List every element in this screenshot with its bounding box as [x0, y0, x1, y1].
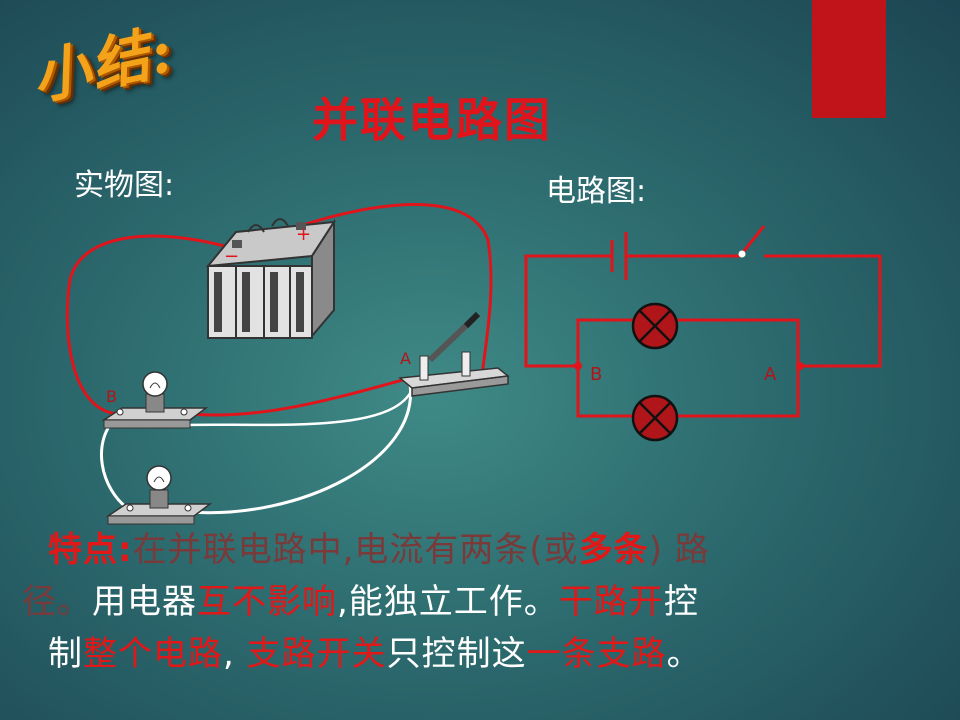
summary-fragment: 互不影响: [197, 582, 337, 622]
summary-line-1: 特点:在并联电路中,电流有两条(或多条) 路: [22, 524, 922, 576]
summary-fragment: 径。: [22, 582, 92, 622]
schematic-b-label: B: [590, 364, 602, 385]
battery-pack-icon: [205, 218, 336, 339]
accent-bar: [812, 0, 886, 118]
summary-line-3: 制整个电路, 支路开关只控制这一条支路。: [48, 628, 922, 680]
bulb-board-2-icon: [105, 465, 213, 525]
wire-battery-plus-to-switch: [299, 203, 493, 377]
summary-fragment: 整个电路: [83, 634, 223, 674]
summary-fragment: 多条: [578, 530, 649, 570]
summary-fragment: 制: [48, 634, 83, 674]
schematic-label: 电路图:: [546, 174, 647, 209]
summary-fragment: 一条支路: [526, 634, 667, 674]
lamp-2-icon: [631, 394, 679, 442]
wire-white-2: [187, 383, 412, 515]
summary-text: 特点:在并联电路中,电流有两条(或多条) 路 径。用电器互不影响,能独立工作。干…: [22, 524, 922, 680]
lamp-1-icon: [631, 302, 679, 350]
wire-white-1: [99, 414, 131, 512]
summary-fragment: 控: [663, 582, 699, 622]
summary-fragment: 只控制这: [386, 634, 527, 674]
junction-b-dot: [574, 362, 582, 370]
summary-fragment: 用电器: [92, 582, 197, 622]
minus-terminal-label: −: [224, 246, 239, 267]
point-b-label: B: [106, 387, 117, 406]
wire-white-3: [149, 383, 416, 428]
summary-lead: 特点:: [48, 530, 133, 570]
summary-fragment: 。: [666, 634, 702, 674]
summary-fragment: ) 路: [648, 530, 710, 570]
junction-a-dot: [796, 362, 804, 370]
switch-pivot-dot: [738, 250, 746, 258]
page-title: 并联电路图: [312, 93, 552, 147]
summary-fragment: 干路开: [558, 582, 664, 622]
summary-fragment: 支路开关: [246, 634, 387, 674]
summary-fragment: ,能独立工作。: [337, 582, 559, 622]
bulb-board-1-icon: [101, 371, 209, 429]
knife-switch-icon: [398, 311, 510, 397]
wire-b-to-a: [189, 376, 411, 417]
switch-point-a-label: A: [400, 349, 411, 368]
summary-fragment: ,: [223, 634, 247, 674]
summary-line-2: 径。用电器互不影响,能独立工作。干路开控: [22, 576, 922, 628]
schematic-a-label: A: [764, 364, 777, 385]
schematic-diagram: [524, 225, 882, 418]
wire-battery-minus-to-b: [65, 234, 233, 416]
real-diagram-label: 实物图:: [74, 168, 175, 203]
plus-terminal-label: +: [296, 224, 311, 245]
summary-fragment: 在并联电路中,电流有两条(或: [132, 530, 579, 570]
